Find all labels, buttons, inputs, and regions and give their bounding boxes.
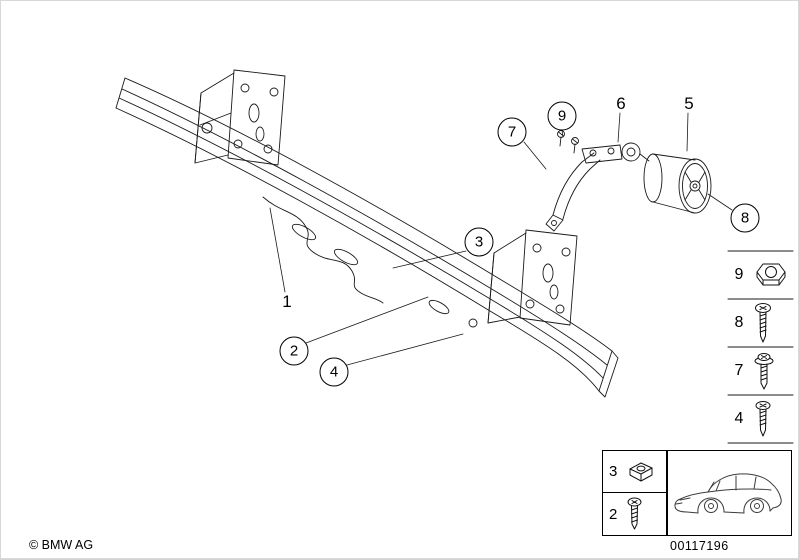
inset-item-2[interactable]: 2 bbox=[603, 493, 666, 535]
screw-icon bbox=[755, 401, 771, 437]
small-screws bbox=[557, 130, 579, 154]
screw-icon bbox=[755, 303, 771, 343]
inset-item-label: 3 bbox=[609, 463, 618, 480]
hex-nut-icon bbox=[756, 263, 786, 286]
screw-icon bbox=[627, 497, 642, 530]
callout-6[interactable]: 6 bbox=[616, 94, 626, 113]
vehicle-thumbnail bbox=[667, 450, 792, 536]
legend-dividers bbox=[727, 250, 794, 444]
callout-4[interactable]: 4 bbox=[319, 357, 349, 387]
car-icon bbox=[674, 473, 782, 514]
callout-1[interactable]: 1 bbox=[282, 292, 292, 311]
legend-item-8[interactable]: 8 bbox=[728, 299, 794, 347]
inset-item-label: 2 bbox=[609, 505, 618, 523]
legend-item-label: 9 bbox=[734, 266, 744, 283]
copyright-label: © BMW AG bbox=[29, 538, 94, 552]
hardware-inset-box: 3 2 bbox=[602, 450, 667, 536]
screw-with-washer-icon bbox=[754, 353, 774, 390]
callout-8[interactable]: 8 bbox=[730, 203, 760, 233]
legend-item-9[interactable]: 9 bbox=[728, 251, 794, 299]
legend-item-label: 8 bbox=[734, 314, 744, 331]
legend-item-label: 7 bbox=[734, 362, 744, 379]
rubber-buffer bbox=[643, 153, 712, 214]
carrier-beam bbox=[115, 77, 619, 398]
legend-item-label: 4 bbox=[734, 410, 744, 427]
callout-5[interactable]: 5 bbox=[684, 94, 694, 113]
legend-item-4[interactable]: 4 bbox=[728, 395, 794, 443]
callout-7[interactable]: 7 bbox=[497, 117, 527, 147]
legend-item-7[interactable]: 7 bbox=[728, 347, 794, 395]
support-arm bbox=[545, 142, 650, 232]
lower-mount-bracket bbox=[487, 229, 578, 326]
callout-9[interactable]: 9 bbox=[547, 101, 577, 131]
inset-item-3[interactable]: 3 bbox=[603, 451, 666, 493]
cage-clip-icon bbox=[629, 462, 653, 481]
image-number-label: 00117196 bbox=[670, 539, 729, 553]
callout-2[interactable]: 2 bbox=[279, 336, 309, 366]
callout-3[interactable]: 3 bbox=[464, 227, 494, 257]
upper-mount-bracket bbox=[194, 69, 286, 166]
leader-lines bbox=[269, 112, 733, 366]
